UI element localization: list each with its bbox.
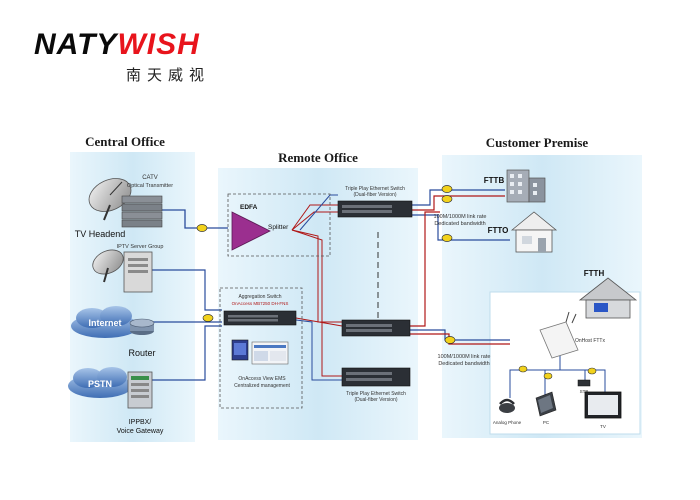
analog-phone-icon (499, 398, 515, 413)
voice-gateway-icon (127, 371, 153, 409)
iptv-server-icon (123, 251, 153, 293)
ont-device-icon (539, 311, 579, 359)
catv-label-line1: CATV (142, 175, 158, 181)
remote-office-title: Remote Office (278, 150, 358, 165)
aggregation-dashed-box (219, 287, 303, 409)
uplink-lines (410, 189, 510, 345)
brand-subtitle: 南天威视 (126, 66, 211, 84)
router-icon (129, 318, 155, 335)
agg-to-bottom-switch (295, 319, 342, 381)
edfa-label: EDFA (240, 204, 258, 211)
internet-label: Internet (88, 318, 121, 328)
tv-headend-label: TV Headend (75, 229, 126, 239)
tp-switch-bottom-label-line1: Triple Play Ethernet Switch (346, 391, 406, 397)
tp-switch-top-label-line2: (Dual-fiber Version) (353, 192, 396, 198)
router-label: Router (128, 348, 155, 358)
brand-logo: NATYWISH 南天威视 (34, 30, 210, 85)
analog-phone-label: Analog Phone (493, 420, 522, 425)
triple-play-switch-top-icon (337, 200, 413, 218)
aggregation-switch-icon (223, 310, 297, 326)
edfa-amplifier-icon (231, 211, 271, 251)
ippbx-label-line2: Voice Gateway (117, 428, 164, 435)
link-rate-top-line2: Dedicated bandwidth (434, 221, 485, 227)
tv-label: TV (600, 424, 606, 429)
pstn-to-agg-line (150, 325, 222, 381)
catv-transmitter-icon (121, 195, 163, 228)
splitter-fanout-lines (291, 204, 342, 377)
internet-cloud-icon (71, 306, 139, 338)
tv-icon (584, 391, 622, 419)
fttb-label: FTTB (484, 176, 505, 185)
pstn-cloud-icon (68, 367, 132, 398)
ftth-house-icon (578, 277, 638, 319)
stb-label: STB (580, 389, 589, 394)
iptv-to-agg-line (152, 269, 222, 311)
agg-switch-label-line1: Aggregation Switch (238, 294, 281, 300)
stb-icon (577, 379, 591, 387)
central-office-title: Central Office (85, 134, 165, 149)
management-workstation-icon (231, 339, 289, 365)
brand-name: NATYWISH (34, 30, 210, 60)
iptv-label: IPTV Server Group (117, 244, 164, 250)
fttb-building-icon (506, 169, 546, 203)
brand-name-part1: NATY (34, 28, 118, 61)
tp-switch-bottom-label-line2: (Dual-fiber Version) (354, 397, 397, 403)
agg-to-middle-switch (295, 317, 343, 327)
iptv-dish-icon (92, 249, 124, 283)
ftto-office-icon (510, 211, 558, 253)
ftto-label: FTTO (488, 226, 509, 235)
triple-play-switch-bottom-icon (341, 367, 411, 387)
link-rate-bottom-line1: 100M/1000M link rate (438, 354, 491, 360)
ont-label: OnHost FTTx (575, 338, 606, 344)
ippbx-label-line1: IPPBX/ (129, 419, 152, 426)
fiber-connectors (196, 185, 597, 380)
pc-laptop-icon (535, 391, 557, 417)
mgmt-label-line2: Centralized management (234, 383, 290, 389)
link-rate-bottom-line2: Dedicated bandwidth (438, 361, 489, 367)
ftth-label: FTTH (584, 269, 605, 278)
triple-play-switch-middle-icon (341, 319, 411, 337)
pc-label: PC (543, 420, 550, 425)
mgmt-label-line1: OnAccess View EMS (238, 376, 286, 382)
catv-label-line2: Optical Transmitter (127, 183, 173, 189)
splitter-dashed-box (227, 193, 331, 257)
splitter-label: Splitter (268, 224, 289, 231)
satellite-dish-icon (88, 178, 132, 221)
tp-switch-top-label-line1: Triple Play Ethernet Switch (345, 186, 405, 192)
customer-premise-title: Customer Premise (486, 135, 589, 150)
link-rate-top-line1: 100M/1000M link rate (434, 214, 487, 220)
brand-name-part2: WISH (117, 28, 200, 61)
agg-switch-label-line2: OnAccess MB7250 DH-FNS (232, 301, 289, 306)
pstn-label: PSTN (88, 379, 112, 389)
